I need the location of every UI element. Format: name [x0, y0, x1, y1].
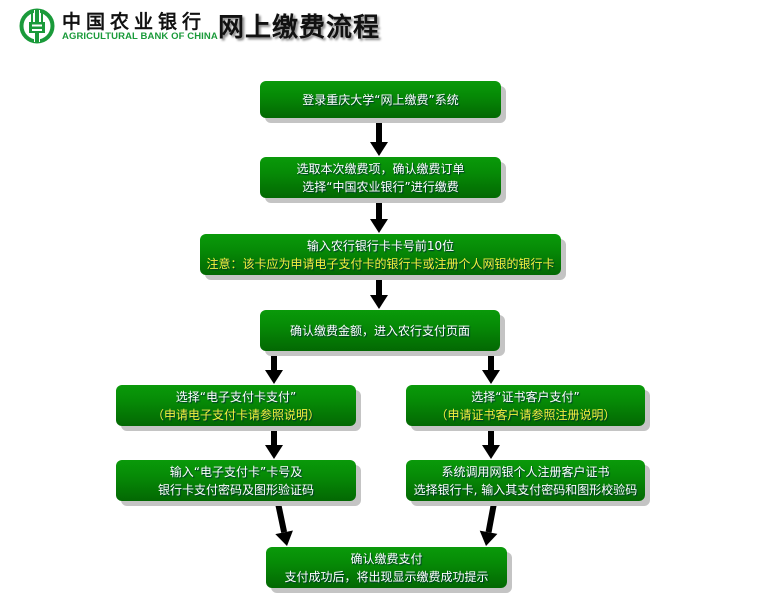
step-cert-input-line2: 选择银行卡, 输入其支付密码和图形校验码 — [413, 482, 638, 497]
bank-name-cn: 中国农业银行 — [62, 11, 207, 33]
step-confirm-payment: 确认缴费支付 支付成功后，将出现显示缴费成功提示 — [266, 547, 507, 588]
step-card-number: 输入农行银行卡卡号前10位 注意：该卡应为申请电子支付卡的银行卡或注册个人网银的… — [200, 234, 561, 275]
arrow-shaft — [488, 352, 494, 370]
step-confirm-payment-line2: 支付成功后，将出现显示缴费成功提示 — [284, 569, 489, 584]
arrow-select_item-to-card_number — [370, 200, 388, 233]
bank-name-en: AGRICULTURAL BANK OF CHINA — [62, 31, 218, 42]
arrow-head — [482, 445, 500, 459]
step-epay-input: 输入“电子支付卡”卡号及 银行卡支付密码及图形验证码 — [116, 460, 356, 501]
arrow-shaft — [271, 352, 277, 370]
step-confirm-amount: 确认缴费金额，进入农行支付页面 — [260, 310, 500, 351]
step-epay-input-line2: 银行卡支付密码及图形验证码 — [157, 482, 314, 497]
arrow-epay_card-to-epay_input — [265, 428, 283, 459]
arrow-shaft — [488, 428, 494, 445]
arrow-cert_client-to-cert_input — [482, 428, 500, 459]
step-cert-client-line1: 选择“证书客户支付” — [471, 389, 580, 404]
step-epay-card-note: （申请电子支付卡请参照说明） — [151, 407, 320, 422]
arrow-shaft — [376, 277, 382, 295]
step-epay-card-line1: 选择“电子支付卡支付” — [175, 389, 297, 404]
step-card-number-note: 注意：该卡应为申请电子支付卡的银行卡或注册个人网银的银行卡 — [206, 256, 555, 271]
arrow-head — [275, 530, 293, 546]
abc-bank-logo-icon — [19, 8, 55, 44]
step-login: 登录重庆大学“网上缴费”系统 — [260, 81, 501, 118]
arrow-shaft — [485, 502, 497, 533]
arrow-head — [479, 530, 498, 546]
arrow-cert_input-to-confirm_payment — [479, 502, 498, 546]
step-cert-input: 系统调用网银个人注册客户证书 选择银行卡, 输入其支付密码和图形校验码 — [406, 460, 645, 501]
arrow-head — [370, 142, 388, 156]
step-select-item-line2: 选择“中国农业银行”进行缴费 — [302, 179, 459, 194]
arrow-head — [265, 445, 283, 459]
arrow-card_number-to-confirm_amount — [370, 277, 388, 309]
step-confirm-amount-text: 确认缴费金额，进入农行支付页面 — [289, 323, 470, 338]
step-card-number-line1: 输入农行银行卡卡号前10位 — [306, 238, 455, 253]
arrow-login-to-select_item — [370, 119, 388, 156]
arrow-confirm_amount-to-epay_card — [265, 352, 283, 384]
step-cert-input-line1: 系统调用网银个人注册客户证书 — [441, 464, 610, 479]
step-cert-client: 选择“证书客户支付” （申请证书客户请参照注册说明） — [406, 385, 645, 426]
arrow-head — [370, 295, 388, 309]
arrow-head — [265, 370, 283, 384]
step-epay-input-line1: 输入“电子支付卡”卡号及 — [169, 464, 303, 479]
arrow-head — [482, 370, 500, 384]
step-select-item-line1: 选取本次缴费项，确认缴费订单 — [296, 161, 465, 176]
step-login-text: 登录重庆大学“网上缴费”系统 — [302, 92, 459, 107]
arrow-shaft — [376, 119, 382, 142]
step-confirm-payment-line1: 确认缴费支付 — [350, 551, 423, 566]
step-cert-client-note: （申请证书客户请参照注册说明） — [435, 407, 616, 422]
arrow-shaft — [275, 502, 288, 533]
header: 中国农业银行 AGRICULTURAL BANK OF CHINA 网上缴费流程 — [0, 0, 760, 50]
arrow-epay_input-to-confirm_payment — [275, 502, 293, 546]
page-title: 网上缴费流程 — [218, 13, 381, 43]
arrow-shaft — [271, 428, 277, 445]
step-epay-card: 选择“电子支付卡支付” （申请电子支付卡请参照说明） — [116, 385, 356, 426]
arrow-head — [370, 219, 388, 233]
arrow-shaft — [376, 200, 382, 219]
arrow-confirm_amount-to-cert_client — [482, 352, 500, 384]
step-select-item: 选取本次缴费项，确认缴费订单 选择“中国农业银行”进行缴费 — [260, 157, 501, 198]
